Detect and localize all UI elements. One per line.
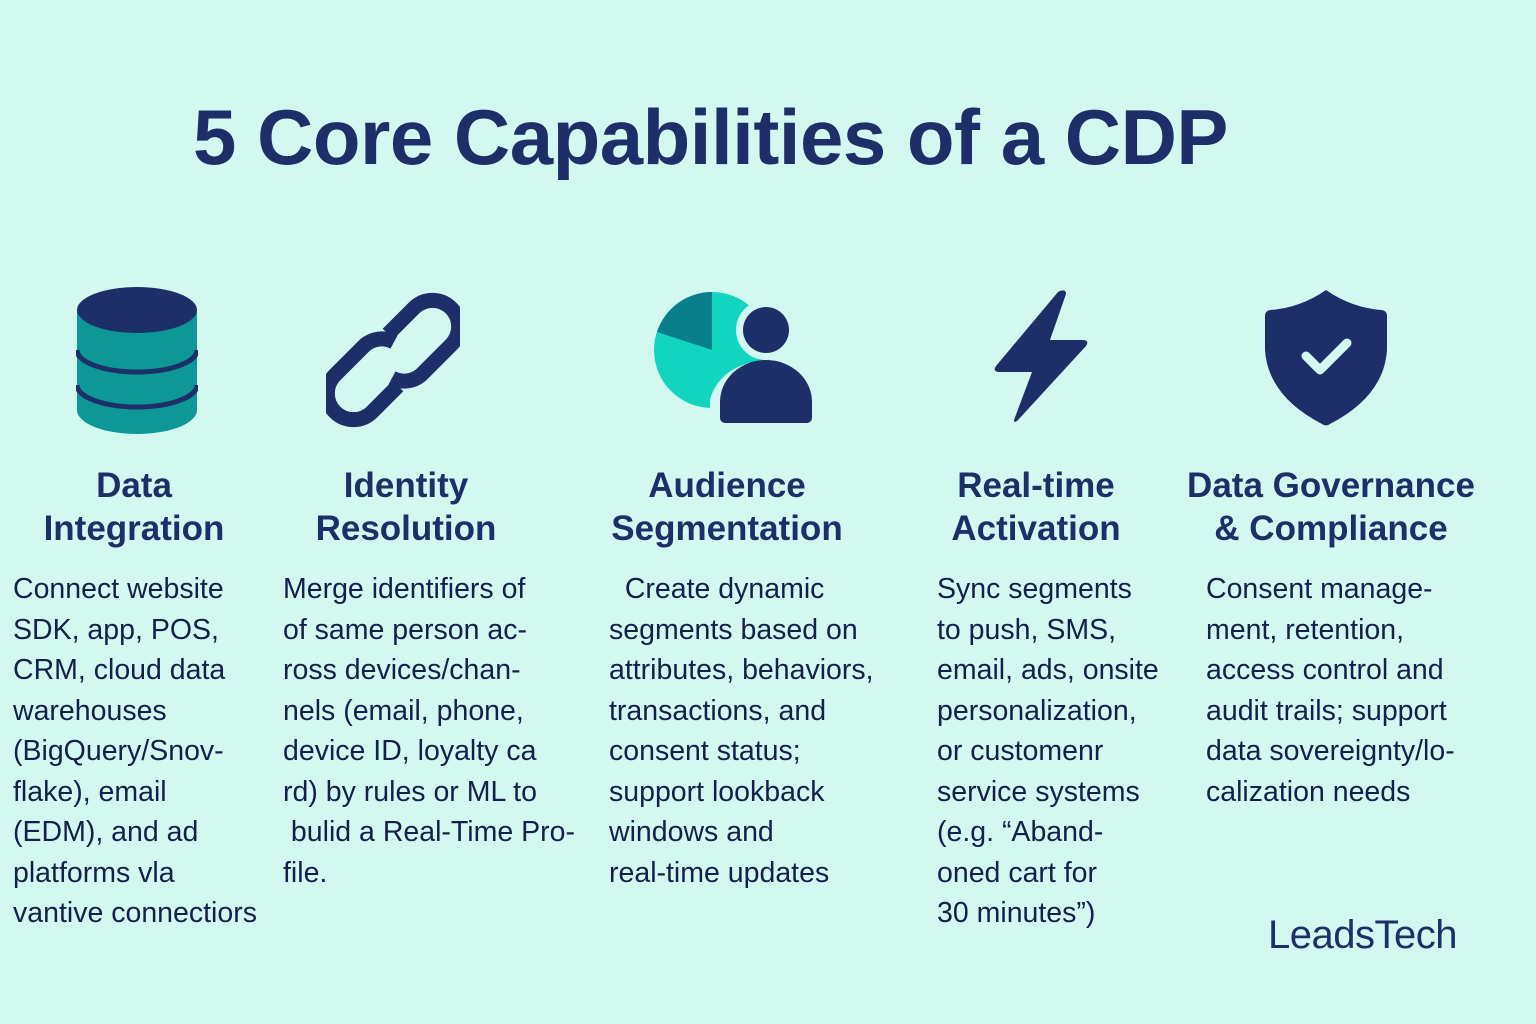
- capability-description: Consent manage- ment, retention, access …: [1206, 573, 1455, 808]
- capability-description: Sync segments to push, SMS, email, ads, …: [937, 573, 1159, 929]
- audience-pie-user-icon: [654, 292, 818, 424]
- shield-check-icon: [1265, 290, 1387, 426]
- page-title: 5 Core Capabilities of a CDP: [193, 93, 1228, 181]
- brand-logo: LeadsTech: [1268, 913, 1457, 957]
- database-icon: [76, 287, 198, 434]
- capability-description: Create dynamic segments based on attribu…: [609, 573, 874, 889]
- capability-heading: Audience Segmentation: [611, 466, 843, 548]
- capability-heading: Real-time Activation: [951, 466, 1121, 548]
- capability-description: Merge identifiers of of same person ac- …: [283, 573, 575, 889]
- capability-heading: Data Integration: [43, 466, 225, 548]
- capability-heading: Data Governance & Compliance: [1187, 466, 1475, 548]
- capability-description: Connect website SDK, app, POS, CRM, clou…: [13, 573, 257, 929]
- lightning-bolt-icon: [994, 290, 1088, 422]
- link-icon: [326, 292, 460, 428]
- capability-heading: Identity Resolution: [315, 466, 497, 548]
